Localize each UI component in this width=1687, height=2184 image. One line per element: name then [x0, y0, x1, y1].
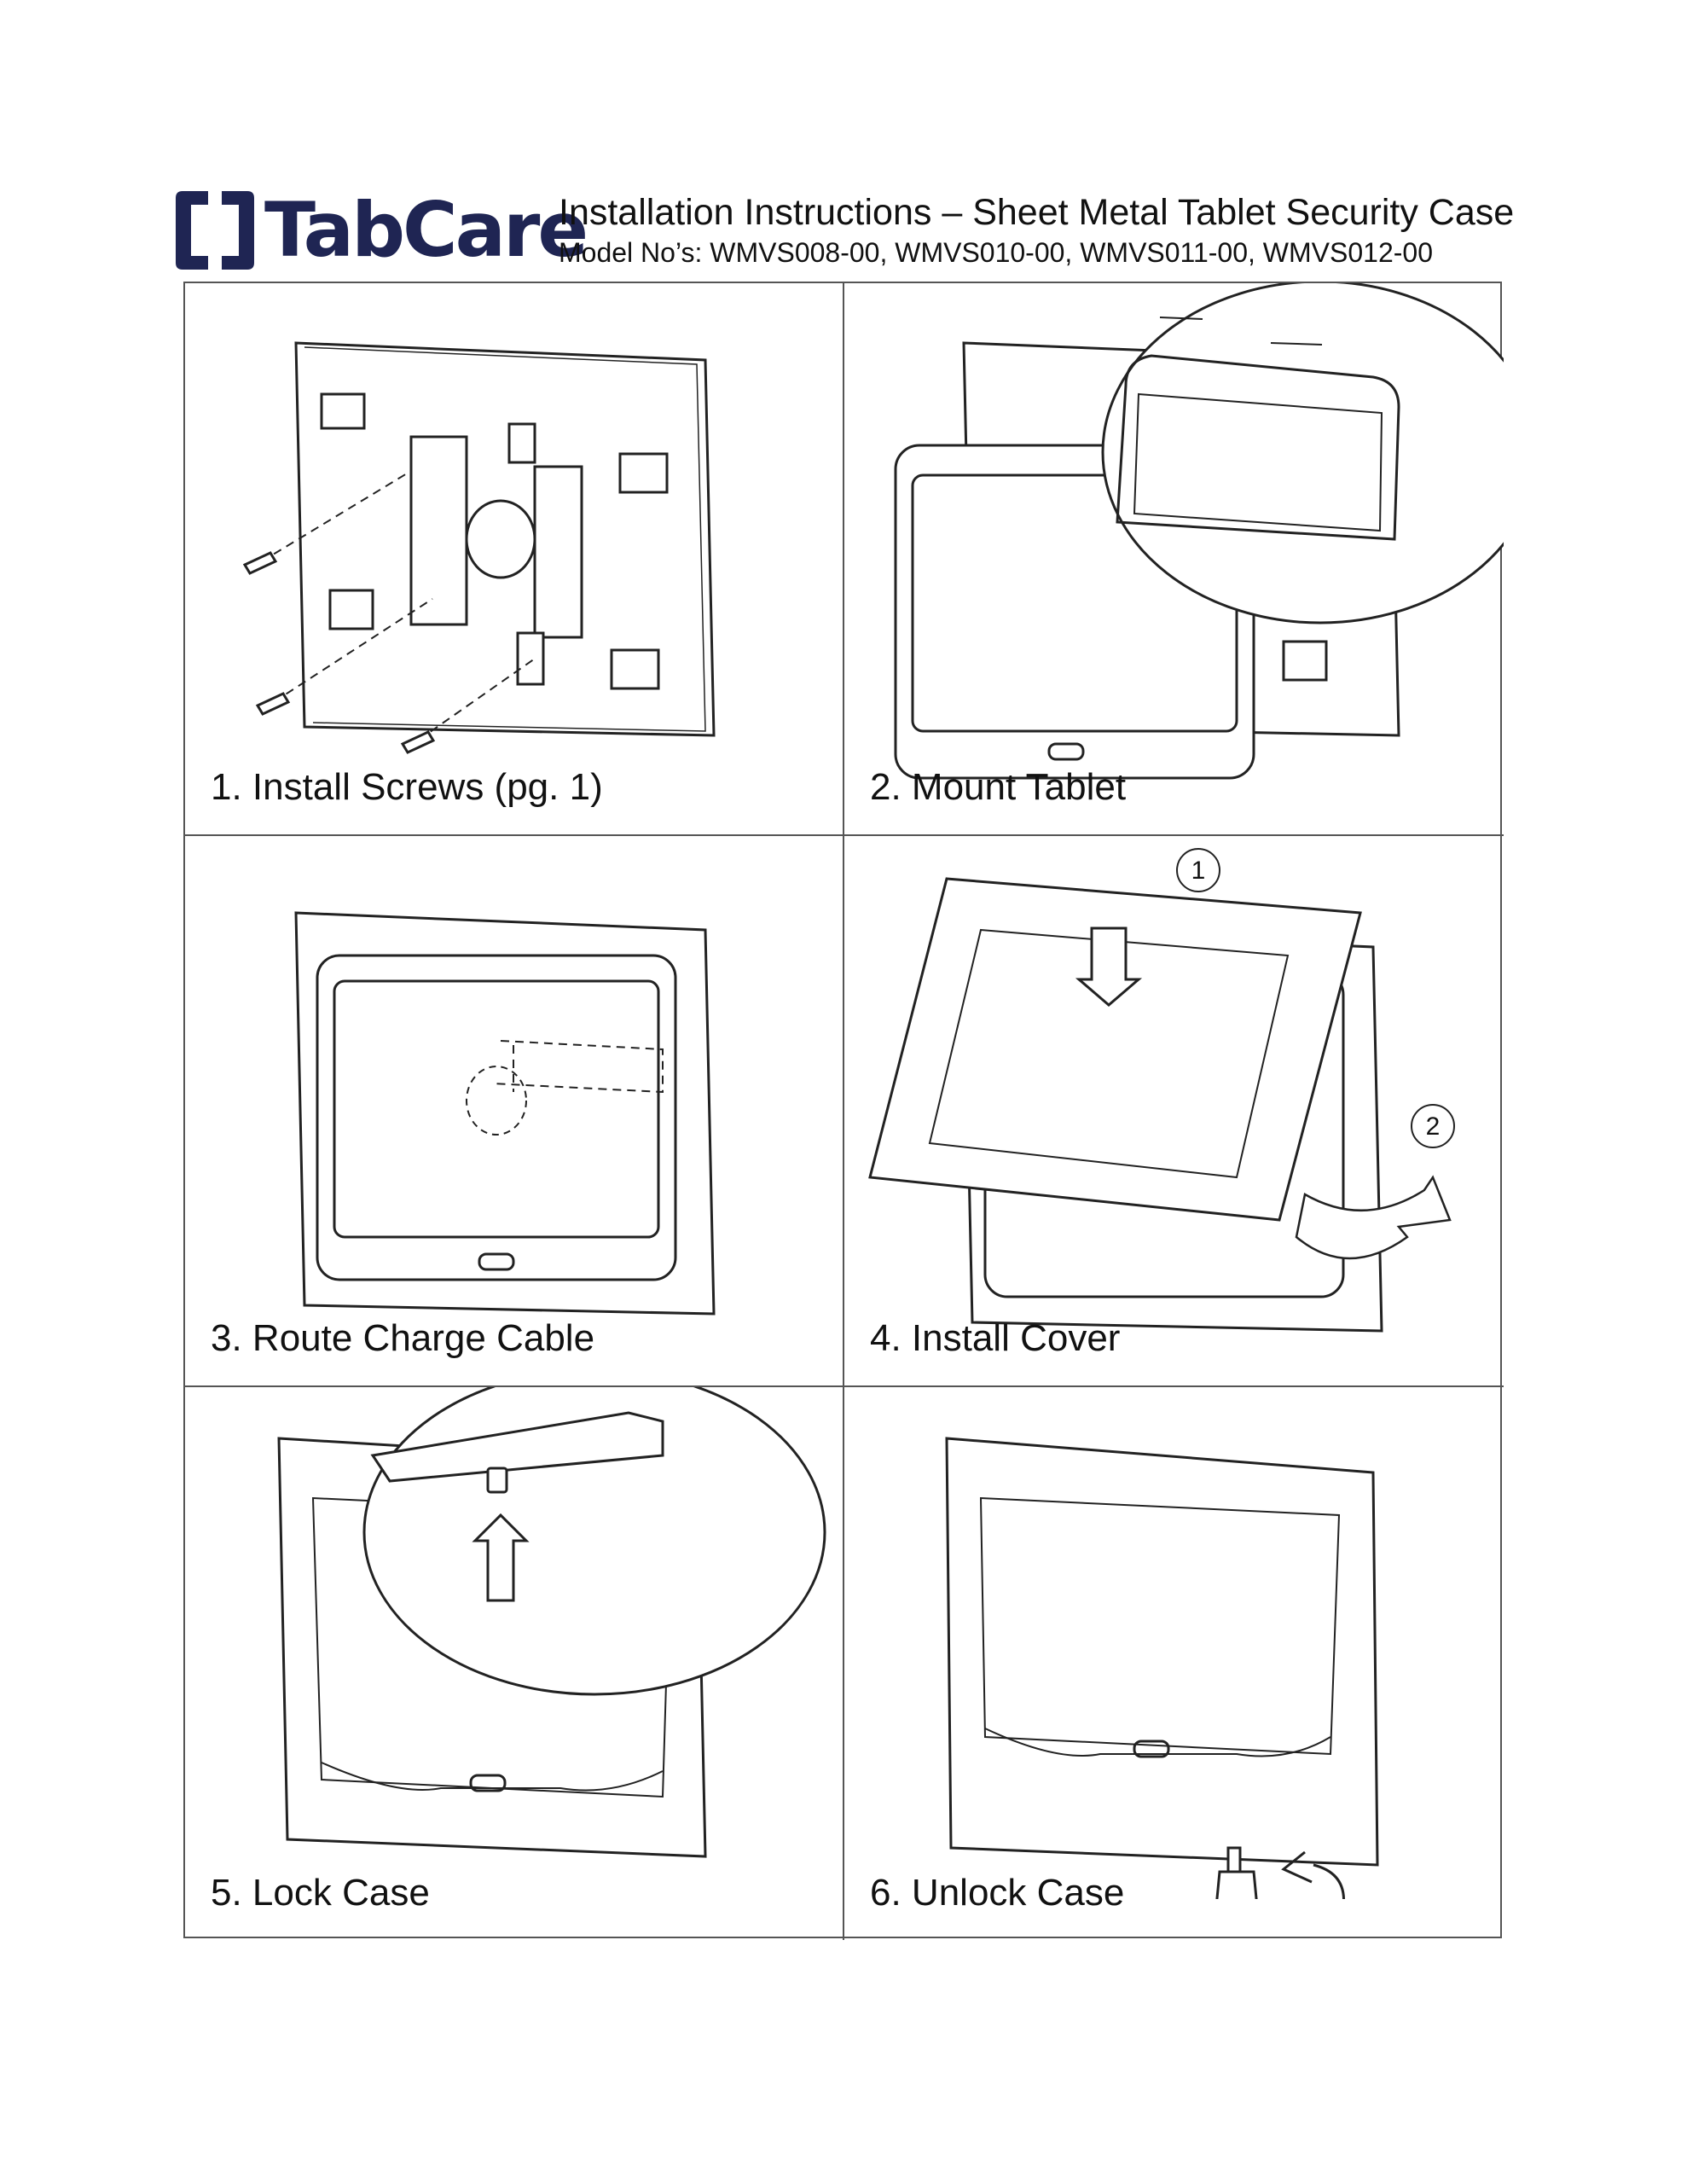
document-title: Installation Instructions – Sheet Metal …: [559, 192, 1515, 233]
tabcare-logo: TabCare: [171, 183, 588, 277]
step-6-caption: 6. Unlock Case: [870, 1872, 1125, 1914]
steps-grid: 1. Install Screws (pg. 1) 2. Mount Table…: [183, 282, 1504, 1940]
svg-text:2: 2: [1426, 1112, 1441, 1141]
step-4-caption: 4. Install Cover: [870, 1317, 1121, 1359]
brand-name: TabCare: [264, 186, 588, 274]
page-header: TabCare Installation Instructions – Shee…: [171, 183, 1535, 282]
step-3-illustration: [294, 911, 716, 1316]
step-5-panel: 5. Lock Case: [185, 1387, 844, 1940]
tabcare-logo-icon: [176, 191, 254, 270]
step-4-panel: 1 2 4. Install Cover: [844, 836, 1504, 1387]
step-2-illustration: [894, 283, 1504, 780]
step-4-illustration: 1 2: [868, 848, 1455, 1333]
callout-1: 1: [1176, 848, 1220, 892]
step-6-illustration: [945, 1437, 1379, 1899]
step-3-panel: 3. Route Charge Cable: [185, 836, 844, 1387]
model-numbers: Model No’s: WMVS008-00, WMVS010-00, WMVS…: [559, 237, 1433, 268]
callout-2: 2: [1411, 1104, 1455, 1148]
step-1-caption: 1. Install Screws (pg. 1): [211, 766, 603, 808]
step-6-panel: 6. Unlock Case: [844, 1387, 1504, 1940]
step-1-panel: 1. Install Screws (pg. 1): [185, 283, 844, 836]
step-2-caption: 2. Mount Tablet: [870, 766, 1127, 808]
step-2-panel: 2. Mount Tablet: [844, 283, 1504, 836]
svg-text:1: 1: [1191, 857, 1206, 885]
step-5-caption: 5. Lock Case: [211, 1872, 430, 1914]
step-1-illustration: [242, 341, 716, 754]
step-5-illustration: [277, 1387, 826, 1858]
step-3-caption: 3. Route Charge Cable: [211, 1317, 595, 1359]
